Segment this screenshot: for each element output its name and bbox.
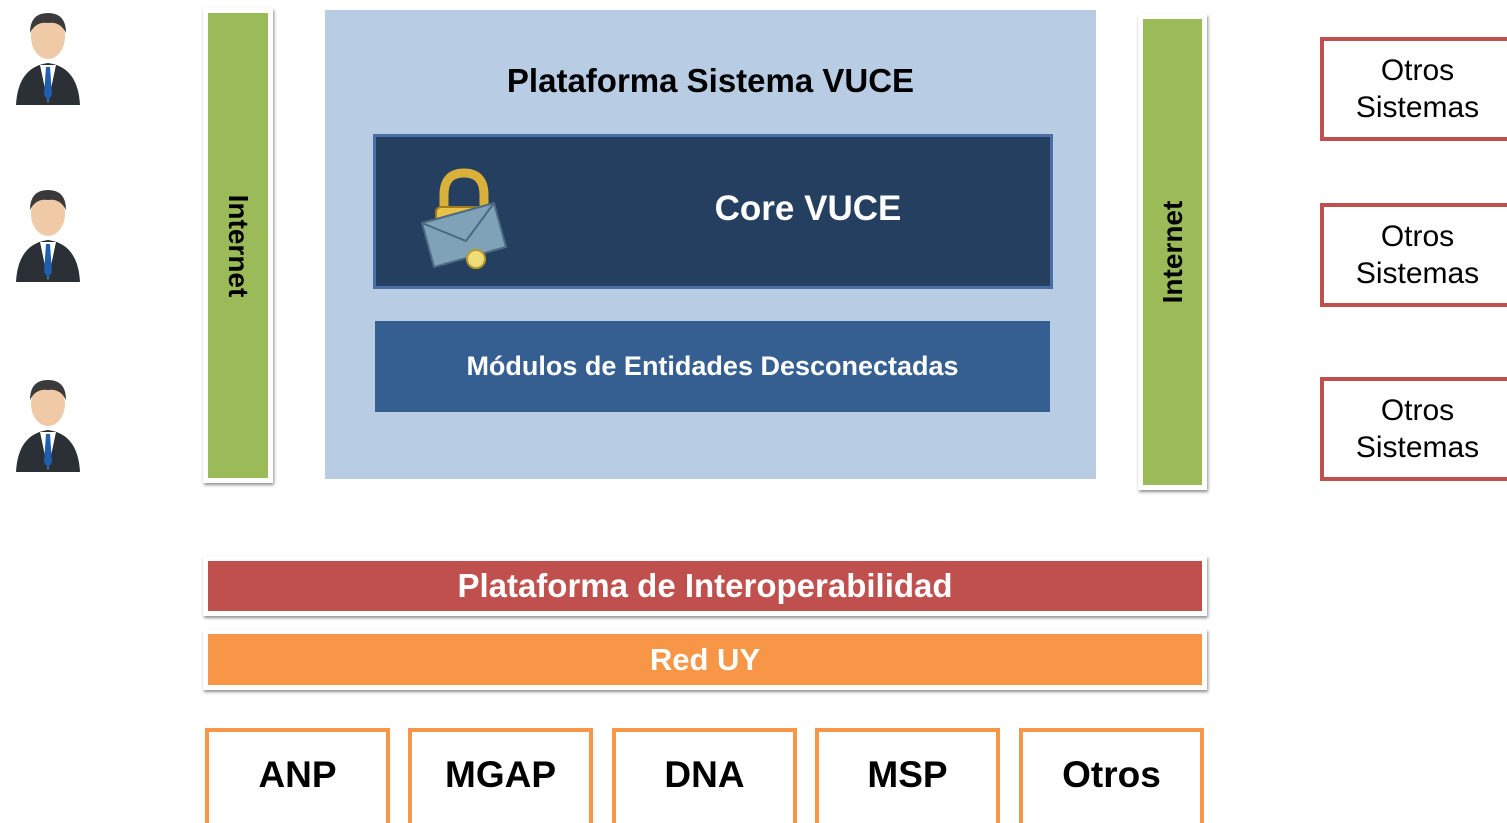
modules-label: Módulos de Entidades Desconectadas [466,351,959,381]
other-systems-box: Otros Sistemas [1320,377,1507,481]
platform-title: Plataforma Sistema VUCE [506,62,915,99]
entity-label: ANP [258,753,337,795]
other-systems-line1: Otros [1380,53,1455,87]
other-systems-line2: Sistemas [1355,91,1480,124]
entity-label: MSP [867,753,948,795]
entity-box-otros: Otros [1019,728,1204,823]
other-systems-line1: Otros [1380,219,1455,253]
entity-box-msp: MSP [815,728,1000,823]
entity-label: DNA [664,753,745,795]
other-systems-line2: Sistemas [1355,431,1480,464]
entity-box-dna: DNA [612,728,797,823]
user-icon [16,380,80,472]
core-vuce-box: Core VUCE [373,134,1053,289]
interoperability-platform-bar: Plataforma de Interoperabilidad [203,556,1207,616]
other-systems-line1: Otros [1380,393,1455,427]
entity-label: MGAP [445,753,556,795]
internet-bar-left: Internet [203,8,273,483]
internet-label-left: Internet [223,194,254,297]
internet-bar-right: Internet [1138,14,1207,490]
entity-label: Otros [1062,753,1161,795]
internet-label-right: Internet [1156,200,1188,304]
user-icon [16,190,80,282]
lock-envelope-icon [420,168,508,269]
modules-box: Módulos de Entidades Desconectadas [375,321,1050,412]
entity-box-mgap: MGAP [408,728,593,823]
core-label: Core VUCE [714,189,902,228]
other-systems-box: Otros Sistemas [1320,37,1507,141]
entity-box-anp: ANP [205,728,390,823]
interoperability-label: Plataforma de Interoperabilidad [457,567,953,604]
red-uy-bar: Red UY [203,629,1207,690]
user-icon [16,13,80,105]
other-systems-box: Otros Sistemas [1320,203,1507,307]
red-uy-label: Red UY [649,641,761,677]
other-systems-line2: Sistemas [1355,257,1480,290]
